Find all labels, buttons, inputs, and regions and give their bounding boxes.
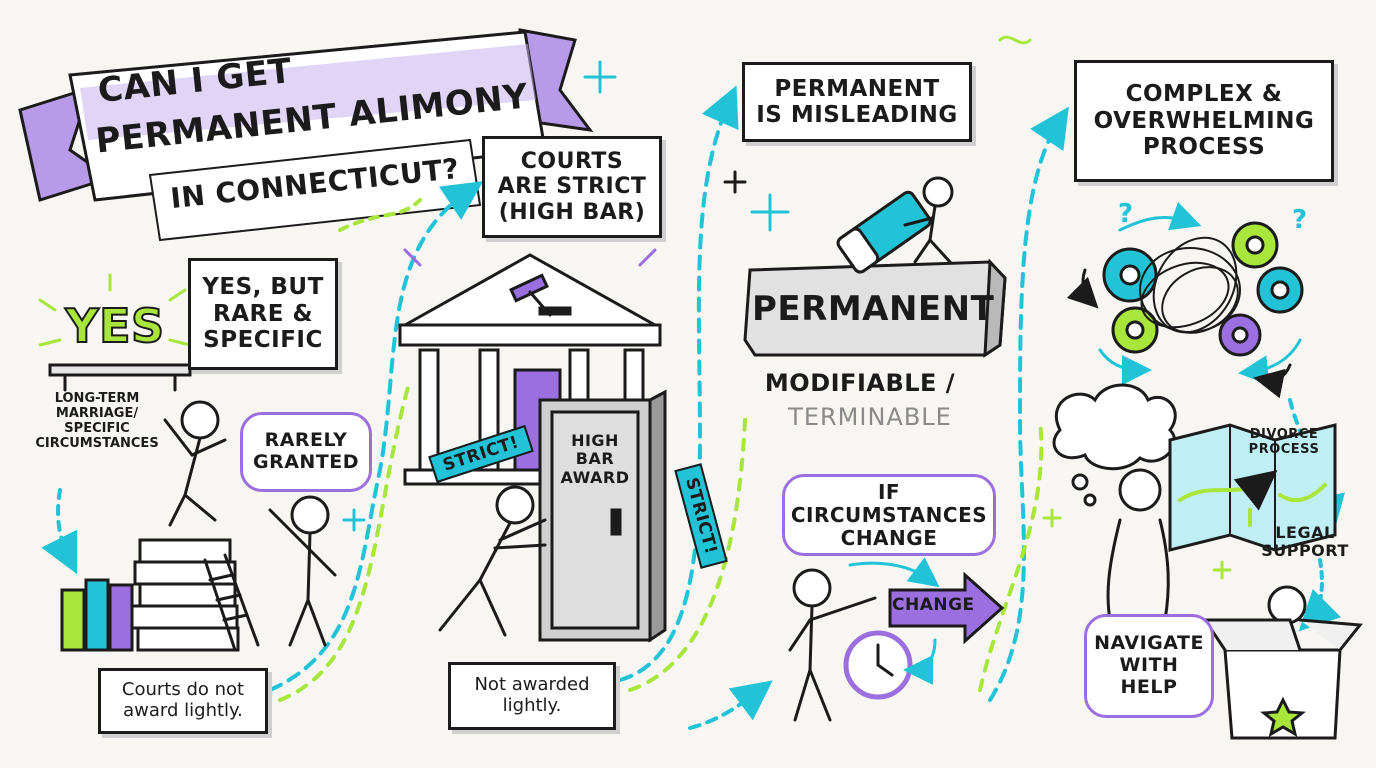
legal-line-1: LEGAL — [1275, 523, 1335, 542]
yes-but-line-1: YES, BUT — [202, 274, 324, 301]
if-circumstances-bubble: IF CIRCUMSTANCES CHANGE — [782, 474, 996, 556]
svg-text:?: ? — [1118, 199, 1133, 229]
condition-line-2: MARRIAGE/ — [55, 405, 139, 421]
door-line-1: HIGH — [571, 431, 619, 450]
sparkles — [342, 35, 1232, 580]
complex-line-1: COMPLEX & — [1125, 81, 1283, 108]
circumstances-line-2: CHANGE — [840, 525, 938, 550]
courts-strict-line-3: (HIGH BAR) — [498, 199, 646, 225]
legal-support-label: LEGAL SUPPORT — [1250, 523, 1360, 561]
complex-process-art: ?? — [1052, 199, 1363, 740]
courts-do-not-line-1: Courts do not — [121, 679, 245, 701]
yes-sign: YES — [64, 299, 165, 354]
rarely-line-1: RARELY — [264, 429, 348, 452]
condition-line-3: SPECIFIC — [64, 420, 130, 436]
divorce-line-1: DIVORCE — [1249, 427, 1319, 442]
condition-line-4: CIRCUMSTANCES — [35, 435, 159, 451]
door-line-2: BAR — [575, 449, 615, 469]
divorce-line-2: PROCESS — [1248, 441, 1320, 457]
courts-strict-line-2: ARE STRICT — [497, 174, 647, 200]
misleading-line-2: IS MISLEADING — [756, 102, 958, 128]
yes-but-rare-box: YES, BUT RARE & SPECIFIC — [188, 258, 338, 370]
door-line-3: AWARD — [560, 467, 630, 487]
courts-strict-line-1: COURTS — [520, 149, 624, 175]
misleading-line-1: PERMANENT — [774, 75, 940, 102]
rarely-granted-bubble: RARELY GRANTED — [240, 412, 372, 492]
door-label: HIGH BAR AWARD — [556, 431, 634, 487]
not-awarded-line-2: lightly. — [502, 695, 562, 716]
complex-process-box: COMPLEX & OVERWHELMING PROCESS — [1074, 60, 1334, 182]
not-awarded-line-1: Not awarded — [474, 674, 590, 696]
flow-lines — [41, 85, 1345, 730]
yes-but-line-2: RARE & — [213, 300, 313, 327]
navigate-line-2: WITH — [1119, 654, 1179, 677]
title-banner — [18, 28, 594, 242]
complex-line-3: PROCESS — [1142, 134, 1266, 161]
permanent-misleading-box: PERMANENT IS MISLEADING — [742, 62, 972, 142]
courts-do-not-line-2: award lightly. — [123, 700, 243, 721]
not-awarded-box: Not awarded lightly. — [448, 662, 616, 730]
complex-line-2: OVERWHELMING — [1093, 107, 1315, 134]
permanent-stone-art — [743, 176, 1007, 722]
yes-but-line-3: SPECIFIC — [203, 327, 323, 354]
courts-do-not-box: Courts do not award lightly. — [98, 668, 268, 734]
change-arrow-label: CHANGE — [892, 595, 975, 615]
terminable-label: TERMINABLE — [788, 403, 952, 431]
modifiable-label: MODIFIABLE / — [764, 369, 956, 397]
navigate-line-3: HELP — [1120, 675, 1178, 698]
circumstances-line-1: IF CIRCUMSTANCES — [790, 479, 988, 527]
yes-section-art — [38, 273, 337, 652]
rarely-line-2: GRANTED — [252, 451, 360, 473]
navigate-help-bubble: NAVIGATE WITH HELP — [1084, 614, 1214, 718]
condition-line-1: LONG-TERM — [54, 391, 140, 406]
condition-label: LONG-TERM MARRIAGE/ SPECIFIC CIRCUMSTANC… — [22, 391, 172, 452]
divorce-process-label: DIVORCE PROCESS — [1238, 427, 1330, 458]
permanent-stone-label: PERMANENT — [752, 289, 995, 329]
navigate-line-1: NAVIGATE — [1094, 632, 1204, 655]
courts-strict-box: COURTS ARE STRICT (HIGH BAR) — [482, 136, 662, 238]
legal-line-2: SUPPORT — [1261, 541, 1349, 561]
svg-text:?: ? — [1292, 205, 1307, 235]
